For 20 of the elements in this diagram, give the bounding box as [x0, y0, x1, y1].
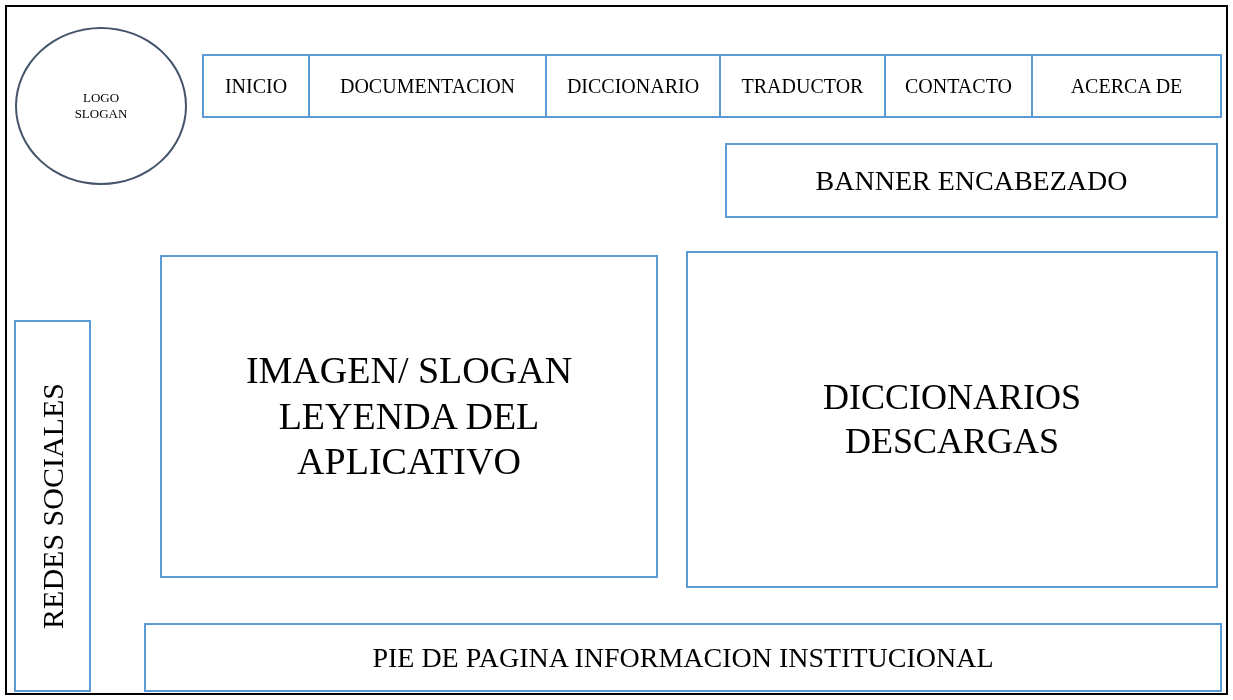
layout-section: [160, 255, 658, 578]
menu-label: DOCUMENTACION: [339, 74, 516, 98]
menu-label: ACERCA DE: [1070, 74, 1183, 98]
page-frame: [5, 5, 1228, 695]
header-circle: [15, 27, 187, 185]
section-label: DICCIONARIOS DESCARGAS: [822, 376, 1082, 463]
menu-label: TRADUCTOR: [741, 74, 864, 98]
menu-label: INICIO: [224, 74, 288, 98]
section-label: IMAGEN/ SLOGAN LEYENDA DEL APLICATIVO: [244, 348, 574, 485]
sidebar-section: [14, 320, 91, 692]
section-label: BANNER ENCABEZADO: [815, 163, 1128, 198]
navigation-bar: [202, 54, 1222, 118]
layout-section: [725, 143, 1218, 218]
layout-section: [686, 251, 1218, 588]
menu-label: CONTACTO: [905, 74, 1012, 98]
layout-section: [144, 623, 1222, 692]
header-label: LOGO SLOGAN: [73, 90, 129, 122]
section-label: PIE DE PAGINA INFORMACION INSTITUCIONAL: [372, 640, 994, 675]
section-label: REDES SOCIALES: [34, 383, 70, 629]
menu-label: DICCIONARIO: [566, 74, 700, 98]
